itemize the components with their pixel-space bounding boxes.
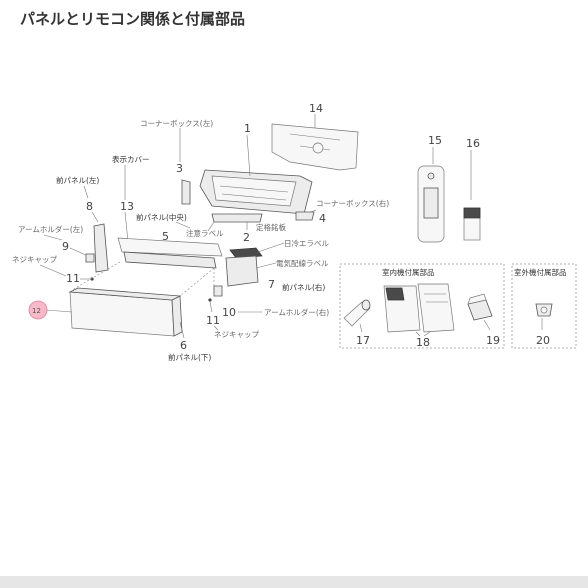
front-panel-right-label: 前パネル(右)	[282, 282, 325, 292]
part-10-arm-holder-right[interactable]	[213, 285, 223, 297]
screw-cap-right-label: ネジキャップ	[214, 330, 259, 339]
highlight-marker-12[interactable]	[28, 300, 48, 320]
part-18-manuals[interactable]	[383, 283, 455, 333]
part-1-chassis[interactable]	[199, 169, 313, 215]
number-15: 15	[428, 134, 442, 147]
outdoor-accessories-box	[511, 263, 577, 349]
page-title: パネルとリモコン関係と付属部品	[20, 10, 246, 28]
corner-box-right-label: コーナーボックス(右)	[316, 198, 389, 208]
number-16: 16	[466, 137, 480, 150]
part-19-bracket[interactable]	[467, 293, 493, 321]
caution-label: 注意ラベル	[186, 228, 224, 238]
part-4-corner-box-right[interactable]	[295, 211, 315, 221]
front-panel-center-label: 前パネル(中央)	[136, 212, 187, 222]
number-4: 4	[319, 212, 326, 225]
wiring-label: 電気配線ラベル	[276, 258, 329, 268]
number-1: 1	[244, 122, 251, 135]
number-3: 3	[176, 162, 183, 175]
number-6: 6	[180, 339, 187, 352]
number-5: 5	[162, 230, 169, 243]
part-14-back-frame[interactable]	[271, 123, 359, 171]
rating-plate-label: 定格銘板	[256, 222, 286, 232]
number-12: 12	[32, 307, 41, 315]
number-18: 18	[416, 336, 430, 349]
arm-holder-left-label: アームホルダー(左)	[18, 224, 83, 234]
number-17: 17	[356, 334, 370, 347]
bottom-scroll-bar	[0, 576, 588, 588]
part-15-remote-control[interactable]	[417, 165, 445, 243]
outdoor-accessories-label: 室外機付属部品	[514, 267, 567, 277]
display-cover-label: 表示カバー	[112, 154, 150, 164]
number-2: 2	[243, 231, 250, 244]
part-8-front-panel-left[interactable]	[93, 223, 109, 273]
screw-cap-left-label: ネジキャップ	[12, 255, 57, 264]
number-8: 8	[86, 200, 93, 213]
number-14: 14	[309, 102, 323, 115]
front-panel-bottom-label: 前パネル(下)	[168, 352, 211, 362]
screw-cap-right[interactable]	[208, 298, 212, 302]
number-19: 19	[486, 334, 500, 347]
part-17-filter[interactable]	[343, 299, 371, 327]
part-16-remote-holder[interactable]	[463, 207, 481, 241]
part-3-corner-box-left[interactable]	[181, 179, 191, 205]
number-9: 9	[62, 240, 69, 253]
arm-holder-right-label: アームホルダー(右)	[264, 307, 329, 317]
number-13: 13	[120, 200, 134, 213]
daily-label: 日冷エラベル	[284, 238, 329, 248]
number-7: 7	[268, 278, 275, 291]
corner-box-left-label: コーナーボックス(左)	[140, 118, 213, 128]
part-20-drain-elbow[interactable]	[535, 303, 553, 317]
front-panel-left-label: 前パネル(左)	[56, 175, 99, 185]
part-2-bracket[interactable]	[211, 213, 263, 223]
indoor-accessories-label: 室内機付属部品	[382, 267, 435, 277]
indoor-accessories-box	[339, 263, 505, 349]
number-11-left: 11	[66, 272, 80, 285]
screw-cap-left[interactable]	[90, 277, 94, 281]
number-11-right: 11	[206, 314, 220, 327]
part-12-front-panel-bottom[interactable]	[68, 287, 183, 337]
number-20: 20	[536, 334, 550, 347]
part-9-arm-holder-left[interactable]	[85, 253, 95, 263]
part-5-front-panel-center[interactable]	[117, 237, 223, 269]
number-10: 10	[222, 306, 236, 319]
part-7-front-panel-right[interactable]	[225, 247, 263, 287]
